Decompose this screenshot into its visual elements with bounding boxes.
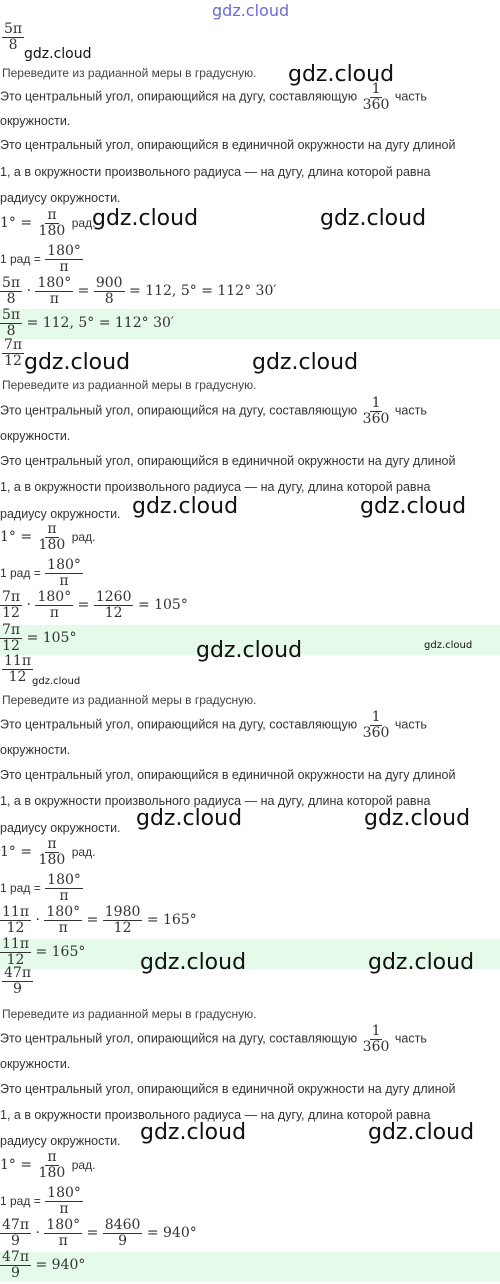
watermark: gdz.cloud <box>24 46 92 62</box>
radian-formula: 1 рад = 180°π <box>0 872 83 904</box>
definition-radian-3: радиусу окружности. <box>0 1134 121 1148</box>
definition-radian-3: радиусу окружности. <box>0 507 121 521</box>
watermark: gdz.cloud <box>140 1120 247 1145</box>
header-watermark: gdz.cloud <box>212 1 290 20</box>
answer-highlight <box>0 939 500 969</box>
watermark: gdz.cloud <box>24 350 131 375</box>
definition-radian-1: Это центральный угол, опирающийся в един… <box>0 454 456 468</box>
watermark: gdz.cloud <box>132 494 239 519</box>
task-heading: Переведите из радианной меры в градусную… <box>2 378 257 392</box>
watermark: gdz.cloud <box>288 62 395 87</box>
watermark: gdz.cloud <box>252 350 359 375</box>
watermark: gdz.cloud <box>136 806 243 831</box>
radian-formula: 1 рад = 180°π <box>0 557 83 589</box>
definition-degree: Это центральный угол, опирающийся на дуг… <box>0 709 427 741</box>
definition-degree: Это центральный угол, опирающийся на дуг… <box>0 1023 427 1055</box>
radian-formula: 1 рад = 180°π <box>0 1185 83 1217</box>
watermark: gdz.cloud <box>32 676 81 687</box>
definition-radian-1: Это центральный угол, опирающийся в един… <box>0 138 456 152</box>
watermark: gdz.cloud <box>140 950 247 975</box>
task-heading: Переведите из радианной меры в градусную… <box>2 1007 257 1021</box>
watermark: gdz.cloud <box>424 640 473 651</box>
definition-radian-3: радиусу окружности. <box>0 191 121 205</box>
definition-degree: Это центральный угол, опирающийся на дуг… <box>0 395 427 427</box>
definition-degree-end: окружности. <box>0 114 71 128</box>
definition-degree-end: окружности. <box>0 1057 71 1071</box>
definition-radian-1: Это центральный угол, опирающийся в един… <box>0 768 456 782</box>
definition-degree: Это центральный угол, опирающийся на дуг… <box>0 81 427 113</box>
watermark: gdz.cloud <box>368 1120 475 1145</box>
definition-radian-3: радиусу окружности. <box>0 821 121 835</box>
watermark: gdz.cloud <box>320 206 427 231</box>
task-heading: Переведите из радианной меры в градусную… <box>2 693 257 707</box>
definition-radian-2: 1, а в окружности произвольного радиуса … <box>0 480 431 494</box>
definition-radian-2: 1, а в окружности произвольного радиуса … <box>0 165 431 179</box>
definition-radian-2: 1, а в окружности произвольного радиуса … <box>0 794 431 808</box>
answer-highlight <box>0 625 500 655</box>
task-heading: Переведите из радианной меры в градусную… <box>2 66 257 80</box>
answer-highlight <box>0 1252 500 1282</box>
definition-radian-2: 1, а в окружности произвольного радиуса … <box>0 1108 431 1122</box>
answer-highlight <box>0 309 500 339</box>
watermark: gdz.cloud <box>196 638 303 663</box>
definition-degree-end: окружности. <box>0 429 71 443</box>
watermark: gdz.cloud <box>92 206 199 231</box>
radian-formula: 1 рад = 180°π <box>0 243 83 275</box>
watermark: gdz.cloud <box>364 806 471 831</box>
watermark: gdz.cloud <box>368 950 475 975</box>
definition-radian-1: Это центральный угол, опирающийся в един… <box>0 1082 456 1096</box>
definition-degree-end: окружности. <box>0 743 71 757</box>
watermark: gdz.cloud <box>360 494 467 519</box>
